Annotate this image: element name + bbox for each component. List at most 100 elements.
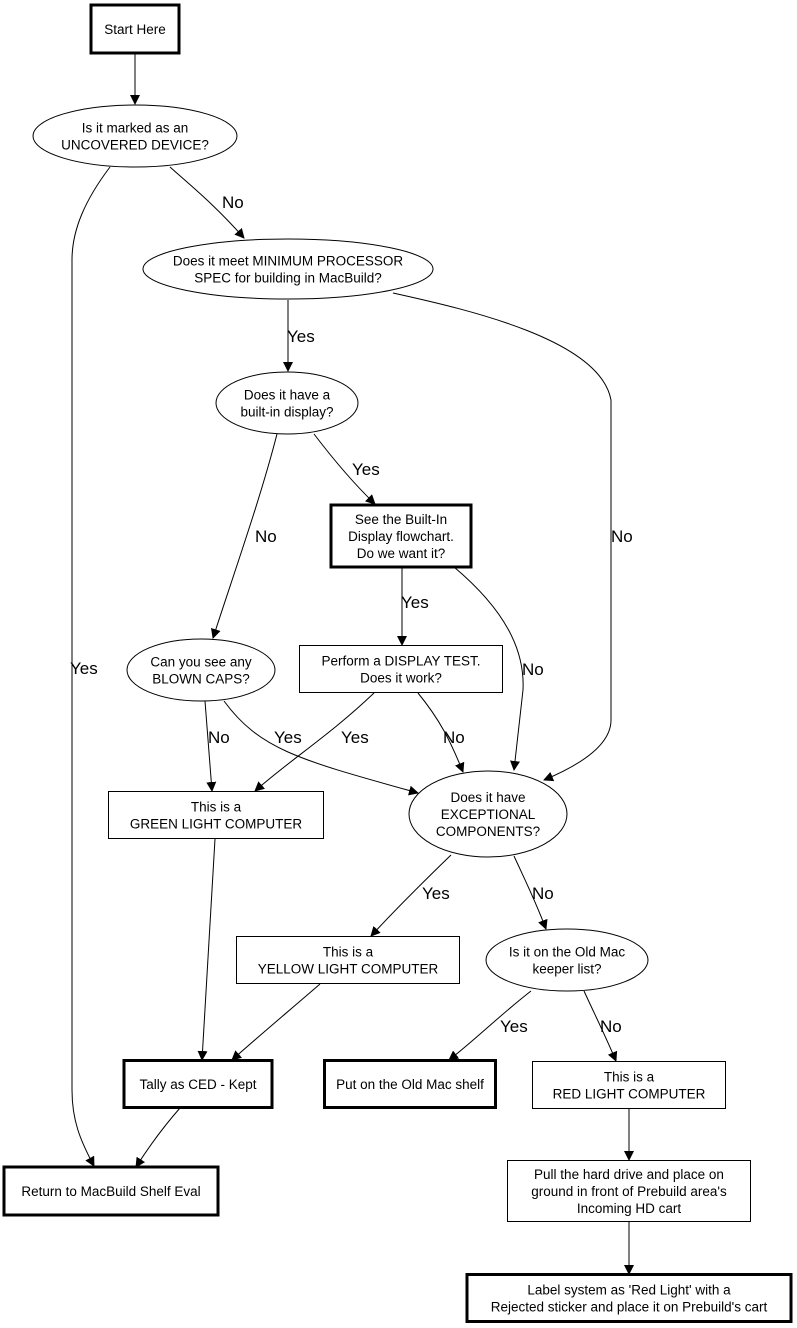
node-text-line: Rejected sticker and place it on Prebuil…	[491, 1300, 768, 1315]
process-box	[299, 645, 503, 693]
node-text-line: EXCEPTIONAL	[441, 807, 536, 822]
edge-uncovered-to-minspec	[169, 166, 245, 239]
edge-label-no: No	[522, 660, 544, 679]
node-text-line: GREEN LIGHT COMPUTER	[130, 817, 303, 832]
node-text-line: BLOWN CAPS?	[152, 672, 250, 687]
node-text-line: Start Here	[104, 22, 166, 37]
node-text-line: Does it meet MINIMUM PROCESSOR	[173, 254, 404, 269]
decision-ellipse	[485, 928, 649, 992]
edge-label-yes: Yes	[500, 1017, 528, 1036]
node-text-line: Does it have	[450, 790, 525, 805]
node-text-line: Return to MacBuild Shelf Eval	[21, 1184, 200, 1199]
process-box	[507, 1160, 751, 1222]
edge-builtin-to-seebuiltin	[313, 433, 376, 505]
edge-oldmac-to-oldmacshelf	[448, 990, 532, 1061]
node-text-line: Label system as 'Red Light' with a	[527, 1283, 731, 1298]
node-text-line: Do we want it?	[357, 546, 446, 561]
node-text-line: SPEC for building in MacBuild?	[194, 271, 382, 286]
node-text-line: UNCOVERED DEVICE?	[61, 138, 209, 153]
terminal-box	[122, 1059, 274, 1109]
node-text-line: See the Built-In	[355, 512, 447, 527]
node-text-line: This is a	[604, 1070, 655, 1085]
edge-label-no: No	[443, 728, 465, 747]
node-text-line: Does it work?	[360, 671, 442, 686]
edge-label-no: No	[222, 193, 244, 212]
edge-label-yes: Yes	[287, 327, 315, 346]
edge-label-no: No	[255, 527, 277, 546]
node-pullhd: Pull the hard drive and place on ground i…	[507, 1160, 751, 1222]
process-box	[236, 936, 460, 984]
node-text-line: Display flowchart.	[348, 529, 454, 544]
node-start: Start Here	[89, 3, 181, 55]
edge-label-yes: Yes	[274, 728, 302, 747]
edge-tally-to-return	[135, 1107, 181, 1168]
node-text-line: This is a	[191, 800, 242, 815]
edge-yellow-to-tally	[231, 983, 321, 1061]
edge-label-no: No	[208, 728, 230, 747]
node-green: This is a GREEN LIGHT COMPUTER	[108, 791, 324, 839]
decision-ellipse	[142, 238, 434, 300]
node-text-line: built-in display?	[240, 405, 333, 420]
edge-displaytest-to-exceptional	[417, 692, 465, 773]
edge-label-yes: Yes	[70, 659, 98, 678]
edge-blowncaps-to-exceptional	[223, 700, 419, 796]
edge-builtin-to-blowncaps	[211, 433, 278, 639]
node-text-line: COMPONENTS?	[436, 824, 540, 839]
terminal-box	[323, 1059, 497, 1109]
edge-blowncaps-to-green	[204, 700, 217, 792]
edge-green-to-tally	[197, 838, 216, 1061]
node-oldmac: Is it on the Old Mac keeper list?	[485, 928, 649, 992]
edge-seebuiltin-to-exceptional	[453, 566, 524, 771]
node-text-line: Does it have a	[244, 388, 331, 403]
node-text-line: ground in front of Prebuild area's	[531, 1184, 727, 1199]
node-text-line: RED LIGHT COMPUTER	[553, 1087, 706, 1102]
node-text-line: YELLOW LIGHT COMPUTER	[258, 962, 439, 977]
node-uncovered: Is it marked as an UNCOVERED DEVICE?	[32, 104, 238, 168]
edge-label-yes: Yes	[341, 728, 369, 747]
edge-displaytest-to-green	[254, 692, 375, 792]
edge-minspec-to-exceptional	[392, 292, 612, 782]
node-yellow: This is a YELLOW LIGHT COMPUTER	[236, 936, 460, 984]
edge-label-yes: Yes	[422, 884, 450, 903]
node-oldmacshelf: Put on the Old Mac shelf	[323, 1059, 497, 1109]
node-red: This is a RED LIGHT COMPUTER	[532, 1061, 726, 1109]
edge-oldmac-to-red	[583, 990, 618, 1062]
process-box	[532, 1061, 726, 1109]
edge-label-yes: Yes	[401, 593, 429, 612]
node-text-line: Incoming HD cart	[577, 1201, 682, 1216]
node-text-line: Put on the Old Mac shelf	[336, 1077, 484, 1092]
decision-ellipse	[215, 371, 359, 435]
decision-ellipse	[32, 104, 238, 168]
edge-uncovered-to-return	[71, 166, 111, 1167]
edge-label-no: No	[600, 1017, 622, 1036]
terminal-box	[2, 1165, 220, 1217]
edge-label-no: No	[532, 884, 554, 903]
terminal-box	[89, 3, 181, 55]
terminal-box	[465, 1273, 793, 1323]
node-return: Return to MacBuild Shelf Eval	[2, 1165, 220, 1217]
node-tally: Tally as CED - Kept	[122, 1059, 274, 1109]
edge-exceptional-to-yellow	[370, 854, 452, 937]
node-text-line: Is it marked as an	[82, 121, 189, 136]
node-text-line: Can you see any	[150, 655, 252, 670]
node-text-line: Perform a DISPLAY TEST.	[321, 654, 480, 669]
node-minspec: Does it meet MINIMUM PROCESSOR SPEC for b…	[142, 238, 434, 300]
node-text-line: Pull the hard drive and place on	[534, 1167, 724, 1182]
decision-ellipse	[126, 638, 276, 702]
edge-exceptional-to-oldmac	[513, 855, 548, 930]
edge-label-no: No	[611, 527, 633, 546]
node-text-line: Is it on the Old Mac	[509, 945, 626, 960]
edge-label-yes: Yes	[352, 460, 380, 479]
node-labelred: Label system as 'Red Light' with a Reject…	[465, 1273, 793, 1323]
decision-ellipse	[408, 770, 568, 858]
node-displaytest: Perform a DISPLAY TEST. Does it work?	[299, 645, 503, 693]
node-builtin: Does it have a built-in display?	[215, 371, 359, 435]
terminal-box	[329, 503, 473, 569]
node-text-line: Tally as CED - Kept	[139, 1077, 256, 1092]
node-text-line: keeper list?	[532, 962, 601, 977]
node-text-line: This is a	[323, 945, 374, 960]
